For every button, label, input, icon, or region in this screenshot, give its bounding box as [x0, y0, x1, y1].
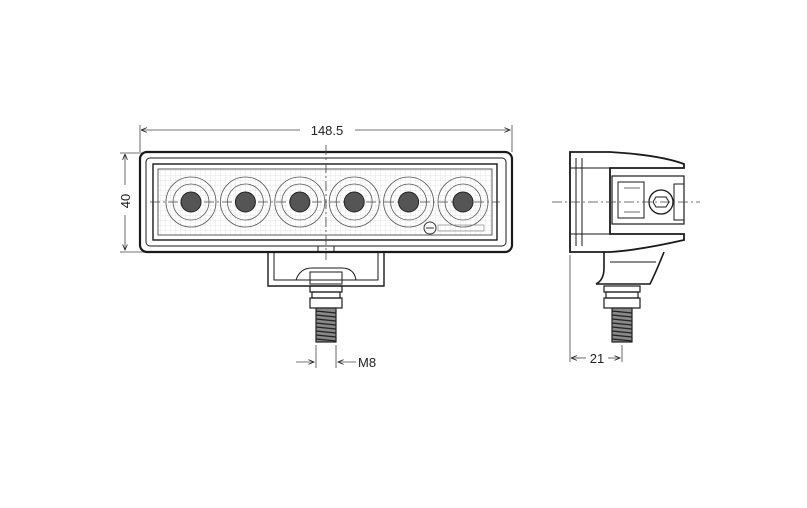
thread-label: M8: [358, 355, 376, 370]
led-6: [437, 176, 489, 228]
depth-label: 21: [590, 351, 604, 366]
led-5: [383, 176, 435, 228]
thread-dimension: M8: [296, 345, 376, 370]
height-dimension: 40: [118, 152, 145, 253]
led-1: [165, 176, 217, 228]
led-group: [165, 176, 489, 228]
led-3: [274, 176, 326, 228]
led-2: [219, 176, 271, 228]
height-label: 40: [118, 194, 133, 208]
length-label: 148.5: [311, 123, 344, 138]
depth-dimension: 21: [569, 255, 623, 366]
logo-mark: [423, 221, 485, 235]
bolt: [309, 285, 343, 343]
led-4: [328, 176, 380, 228]
side-bolt: [603, 285, 641, 343]
length-dimension: 148.5: [139, 123, 513, 152]
side-bracket: [611, 175, 685, 225]
front-view: 148.5 40: [118, 123, 514, 370]
side-view: 21: [552, 151, 700, 366]
